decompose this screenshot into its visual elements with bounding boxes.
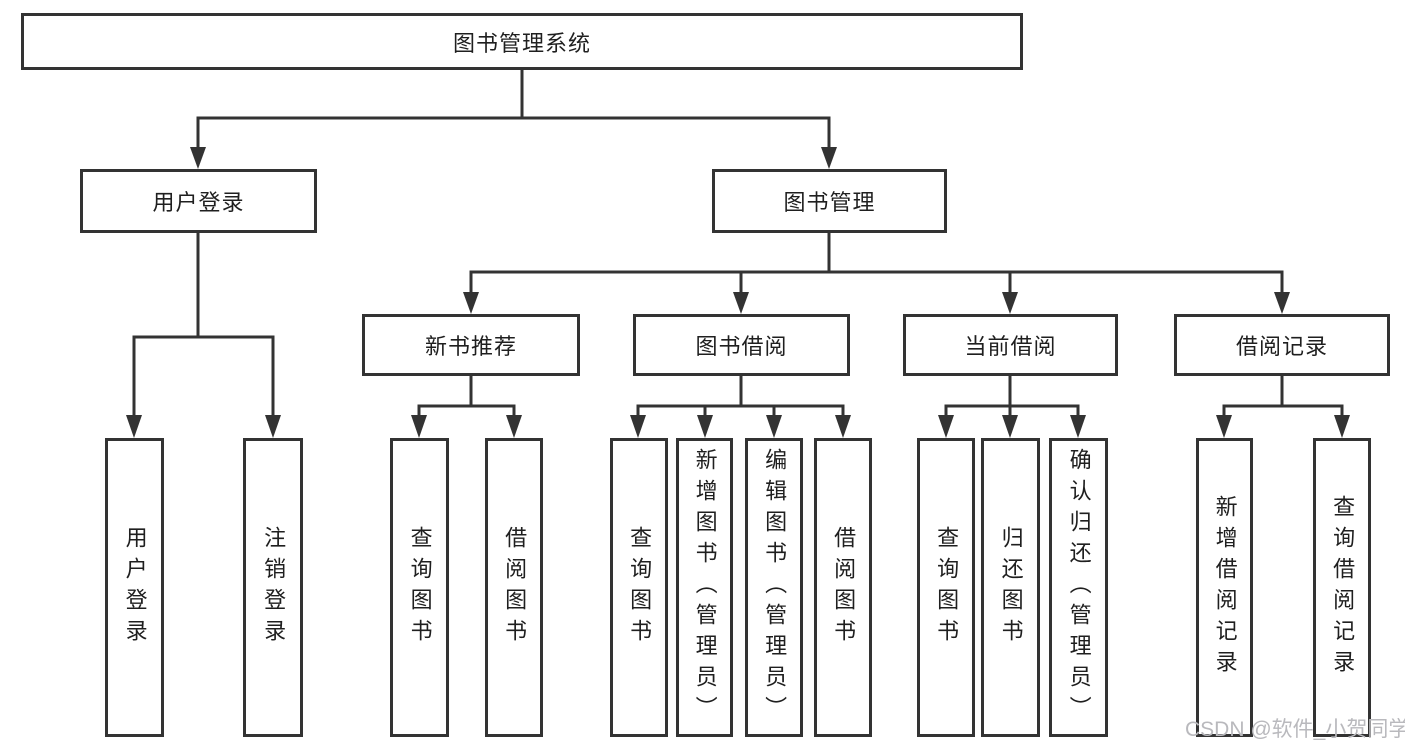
arrow-down-icon (411, 415, 427, 438)
watermark: CSDN @软件_小贺同学 (1185, 718, 1405, 741)
leaf-borrow-books-recommend: 借阅图书 (485, 438, 543, 737)
leaf-add-book-admin-label: 新增图书（管理员） (692, 448, 718, 727)
node-book-management: 图书管理 (712, 169, 947, 233)
leaf-query-books-borrowing: 查询图书 (610, 438, 668, 737)
node-book-management-label: 图书管理 (783, 190, 876, 215)
arrow-down-icon (766, 415, 782, 438)
connector-borrowing-records-children (1216, 376, 1350, 438)
connector-user-login-children (126, 233, 281, 438)
node-book-borrowing-label: 图书借阅 (695, 334, 788, 359)
arrow-down-icon (506, 415, 522, 438)
node-borrowing-records: 借阅记录 (1174, 314, 1390, 376)
node-current-borrowing-label: 当前借阅 (964, 334, 1057, 359)
arrow-down-icon (630, 415, 646, 438)
arrow-down-icon (126, 415, 142, 438)
node-user-login-label: 用户登录 (152, 190, 245, 215)
leaf-return-books: 归还图书 (981, 438, 1040, 737)
arrow-down-icon (733, 292, 749, 314)
node-user-login: 用户登录 (80, 169, 317, 233)
leaf-query-books-recommend: 查询图书 (390, 438, 449, 737)
connector-current-borrowing-children (938, 376, 1086, 438)
leaf-edit-book-admin: 编辑图书（管理员） (745, 438, 803, 737)
leaf-add-borrow-record: 新增借阅记录 (1196, 438, 1253, 737)
leaf-query-books-recommend-label: 查询图书 (407, 525, 433, 650)
leaf-borrow-books-borrowing: 借阅图书 (814, 438, 872, 737)
leaf-logout: 注销登录 (243, 438, 303, 737)
connector-new-book-children (411, 376, 522, 438)
node-book-borrowing: 图书借阅 (633, 314, 850, 376)
connector-root-to-level2 (190, 70, 837, 169)
arrow-down-icon (821, 147, 837, 169)
leaf-user-login-label: 用户登录 (122, 525, 148, 650)
node-current-borrowing: 当前借阅 (903, 314, 1118, 376)
arrow-down-icon (1274, 292, 1290, 314)
connector-book-management-sections (463, 233, 1290, 314)
node-new-book-recommend: 新书推荐 (362, 314, 580, 376)
leaf-return-books-label: 归还图书 (998, 525, 1024, 650)
leaf-confirm-return-admin: 确认归还（管理员） (1049, 438, 1108, 737)
arrow-down-icon (1334, 415, 1350, 438)
arrow-down-icon (938, 415, 954, 438)
leaf-user-login: 用户登录 (105, 438, 164, 737)
leaf-query-books-current: 查询图书 (917, 438, 975, 737)
arrow-down-icon (463, 292, 479, 314)
leaf-edit-book-admin-label: 编辑图书（管理员） (762, 448, 788, 727)
leaf-query-books-borrowing-label: 查询图书 (627, 525, 653, 650)
connector-book-borrowing-children (630, 376, 851, 438)
leaf-add-borrow-record-label: 新增借阅记录 (1212, 494, 1238, 681)
arrow-down-icon (1216, 415, 1232, 438)
leaf-confirm-return-admin-label: 确认归还（管理员） (1066, 448, 1092, 727)
leaf-logout-label: 注销登录 (261, 525, 287, 650)
leaf-query-books-current-label: 查询图书 (934, 525, 960, 650)
arrow-down-icon (1002, 415, 1018, 438)
arrow-down-icon (1070, 415, 1086, 438)
node-new-book-recommend-label: 新书推荐 (424, 334, 517, 359)
leaf-query-borrow-record: 查询借阅记录 (1313, 438, 1371, 737)
leaf-add-book-admin: 新增图书（管理员） (676, 438, 733, 737)
arrow-down-icon (265, 415, 281, 438)
leaf-query-borrow-record-label: 查询借阅记录 (1330, 494, 1356, 681)
leaf-borrow-books-recommend-label: 借阅图书 (502, 525, 528, 650)
arrow-down-icon (190, 147, 206, 169)
arrow-down-icon (1002, 292, 1018, 314)
node-root-label: 图书管理系统 (452, 30, 591, 56)
node-borrowing-records-label: 借阅记录 (1235, 334, 1328, 359)
node-root: 图书管理系统 (21, 13, 1023, 70)
arrow-down-icon (697, 415, 713, 438)
leaf-borrow-books-borrowing-label: 借阅图书 (831, 525, 857, 650)
arrow-down-icon (835, 415, 851, 438)
